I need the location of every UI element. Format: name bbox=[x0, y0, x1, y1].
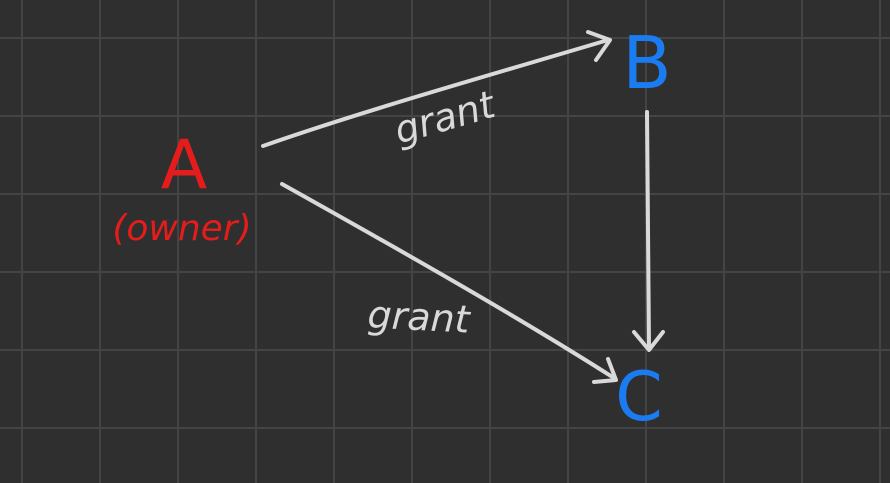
edge-a-to-b-line bbox=[261, 38, 610, 148]
node-a-label: A bbox=[161, 126, 208, 205]
edge-a-to-c-arrowhead bbox=[592, 357, 618, 384]
edge-b-to-c-arrowhead bbox=[632, 330, 665, 352]
node-c-label: C bbox=[615, 358, 662, 437]
edge-b-to-c bbox=[632, 110, 665, 352]
node-b-label: B bbox=[622, 21, 671, 105]
node-a-sublabel: (owner) bbox=[112, 208, 251, 249]
edge-a-to-c bbox=[280, 182, 618, 384]
edge-a-to-c-line bbox=[280, 182, 616, 380]
node-c: C bbox=[615, 358, 662, 437]
edge-b-to-c-line bbox=[645, 110, 651, 350]
edge-a-to-b bbox=[261, 30, 612, 148]
edge-a-to-c-label: grant bbox=[367, 292, 473, 341]
node-b: B bbox=[622, 21, 671, 105]
edge-a-to-b-arrowhead bbox=[586, 30, 612, 62]
node-a: A (owner) bbox=[112, 126, 251, 249]
